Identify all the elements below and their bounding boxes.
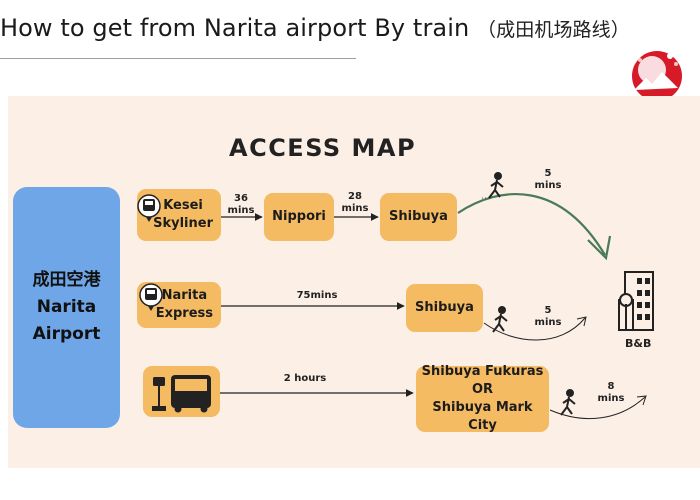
route1-seg1-time: 36 mins — [227, 193, 255, 217]
route1-seg1-num: 36 — [234, 193, 248, 204]
airport-label-2: Airport — [32, 324, 101, 344]
access-map-panel — [8, 96, 700, 468]
walking-person-icon — [560, 389, 576, 416]
route3-curve-arrowhead — [636, 395, 647, 406]
route3-stop-line1: Shibuya Fukuras — [421, 364, 544, 379]
route3-curve-arrow — [549, 396, 646, 420]
airport-label-cn: 成田空港 — [32, 270, 101, 290]
airport-label-1: Narita — [36, 297, 97, 317]
route3-stop-box: Shibuya Fukuras OR Shibuya Mark City — [416, 364, 549, 433]
route1-mode-line2: Skyliner — [153, 216, 213, 231]
route3-seg1-time: 2 hours — [283, 373, 327, 384]
route1-seg2-num: 28 — [348, 191, 362, 202]
route2-walk-unit: mins — [534, 317, 562, 328]
destination-label: B&B — [625, 337, 652, 350]
route2-walk-num: 5 — [544, 305, 552, 316]
route1-stop-nippori: Nippori — [264, 193, 334, 241]
route1-stop-shibuya: Shibuya — [380, 193, 457, 241]
logo-icon — [632, 51, 682, 101]
train-icon — [137, 194, 161, 222]
title-text: How to get from Narita airport By train — [0, 14, 470, 42]
route1-curve-arrowhead — [587, 235, 612, 261]
building-icon — [618, 271, 654, 331]
title-cn-text: （成田机场路线） — [477, 19, 630, 41]
route2-seg1-time: 75mins — [296, 290, 338, 301]
bus-icon — [152, 375, 211, 413]
access-map-heading: ACCESS MAP — [229, 134, 417, 162]
route1-mode-line1: Kesei — [163, 198, 203, 213]
route3-walk-time: 8 mins — [593, 381, 629, 405]
route3-stop-line3: Shibuya Mark City — [432, 400, 533, 433]
route2-mode-line2: Express — [155, 306, 213, 321]
route1-walk-unit: mins — [534, 180, 562, 191]
route1-walk-num: 5 — [544, 168, 552, 179]
route2-mode-line1: Narita — [161, 288, 208, 303]
route2-walk-time: 5 mins — [530, 305, 566, 329]
route1-seg1-unit: mins — [227, 205, 255, 216]
route2-stop-shibuya: Shibuya — [406, 284, 483, 332]
route1-seg2-time: 28 mins — [340, 191, 370, 215]
page-title: How to get from Narita airport By train … — [0, 14, 630, 42]
walking-person-icon — [488, 172, 504, 199]
route3-walk-num: 8 — [607, 381, 615, 392]
train-icon — [139, 283, 163, 311]
title-underline — [0, 58, 356, 59]
route3-walk-unit: mins — [597, 393, 625, 404]
route2-curve-arrowhead — [576, 316, 587, 327]
route3-stop-line2: OR — [471, 382, 494, 397]
route1-seg2-unit: mins — [341, 203, 369, 214]
route1-walk-time: 5 mins — [530, 168, 566, 192]
airport-box: 成田空港 Narita Airport — [13, 187, 120, 428]
walking-person-icon — [492, 306, 508, 333]
route1-curve-arrow — [457, 192, 606, 256]
